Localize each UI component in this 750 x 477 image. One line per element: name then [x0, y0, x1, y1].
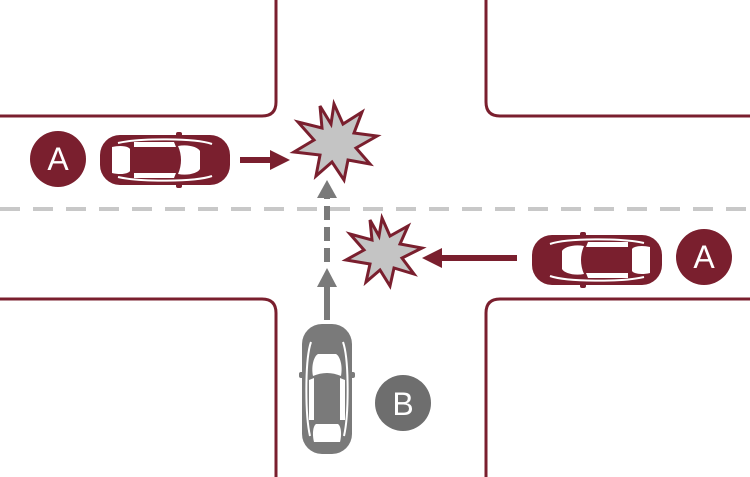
arrow-left-icon: [422, 248, 517, 268]
collision-burst-icon: [341, 212, 427, 290]
road-edge-bottom-right: [484, 297, 750, 477]
road-edge-bottom-left: [0, 297, 278, 477]
vehicle-b-bottom: [298, 323, 356, 455]
badge-a-left: A: [30, 131, 86, 187]
badge-a-left-label: A: [47, 141, 69, 177]
badge-a-right-label: A: [693, 239, 715, 275]
vehicle-a-left: [99, 131, 231, 189]
badge-b-label: B: [392, 386, 413, 422]
collision-burst-icon: [289, 98, 382, 184]
arrow-right-icon: [240, 150, 290, 170]
road-edge-top-left: [0, 0, 278, 118]
vehicle-a-right: [531, 231, 663, 289]
arrow-up-icon: [317, 180, 337, 320]
badge-b: B: [375, 375, 431, 431]
road-edge-top-right: [484, 0, 750, 118]
badge-a-right: A: [676, 229, 732, 285]
